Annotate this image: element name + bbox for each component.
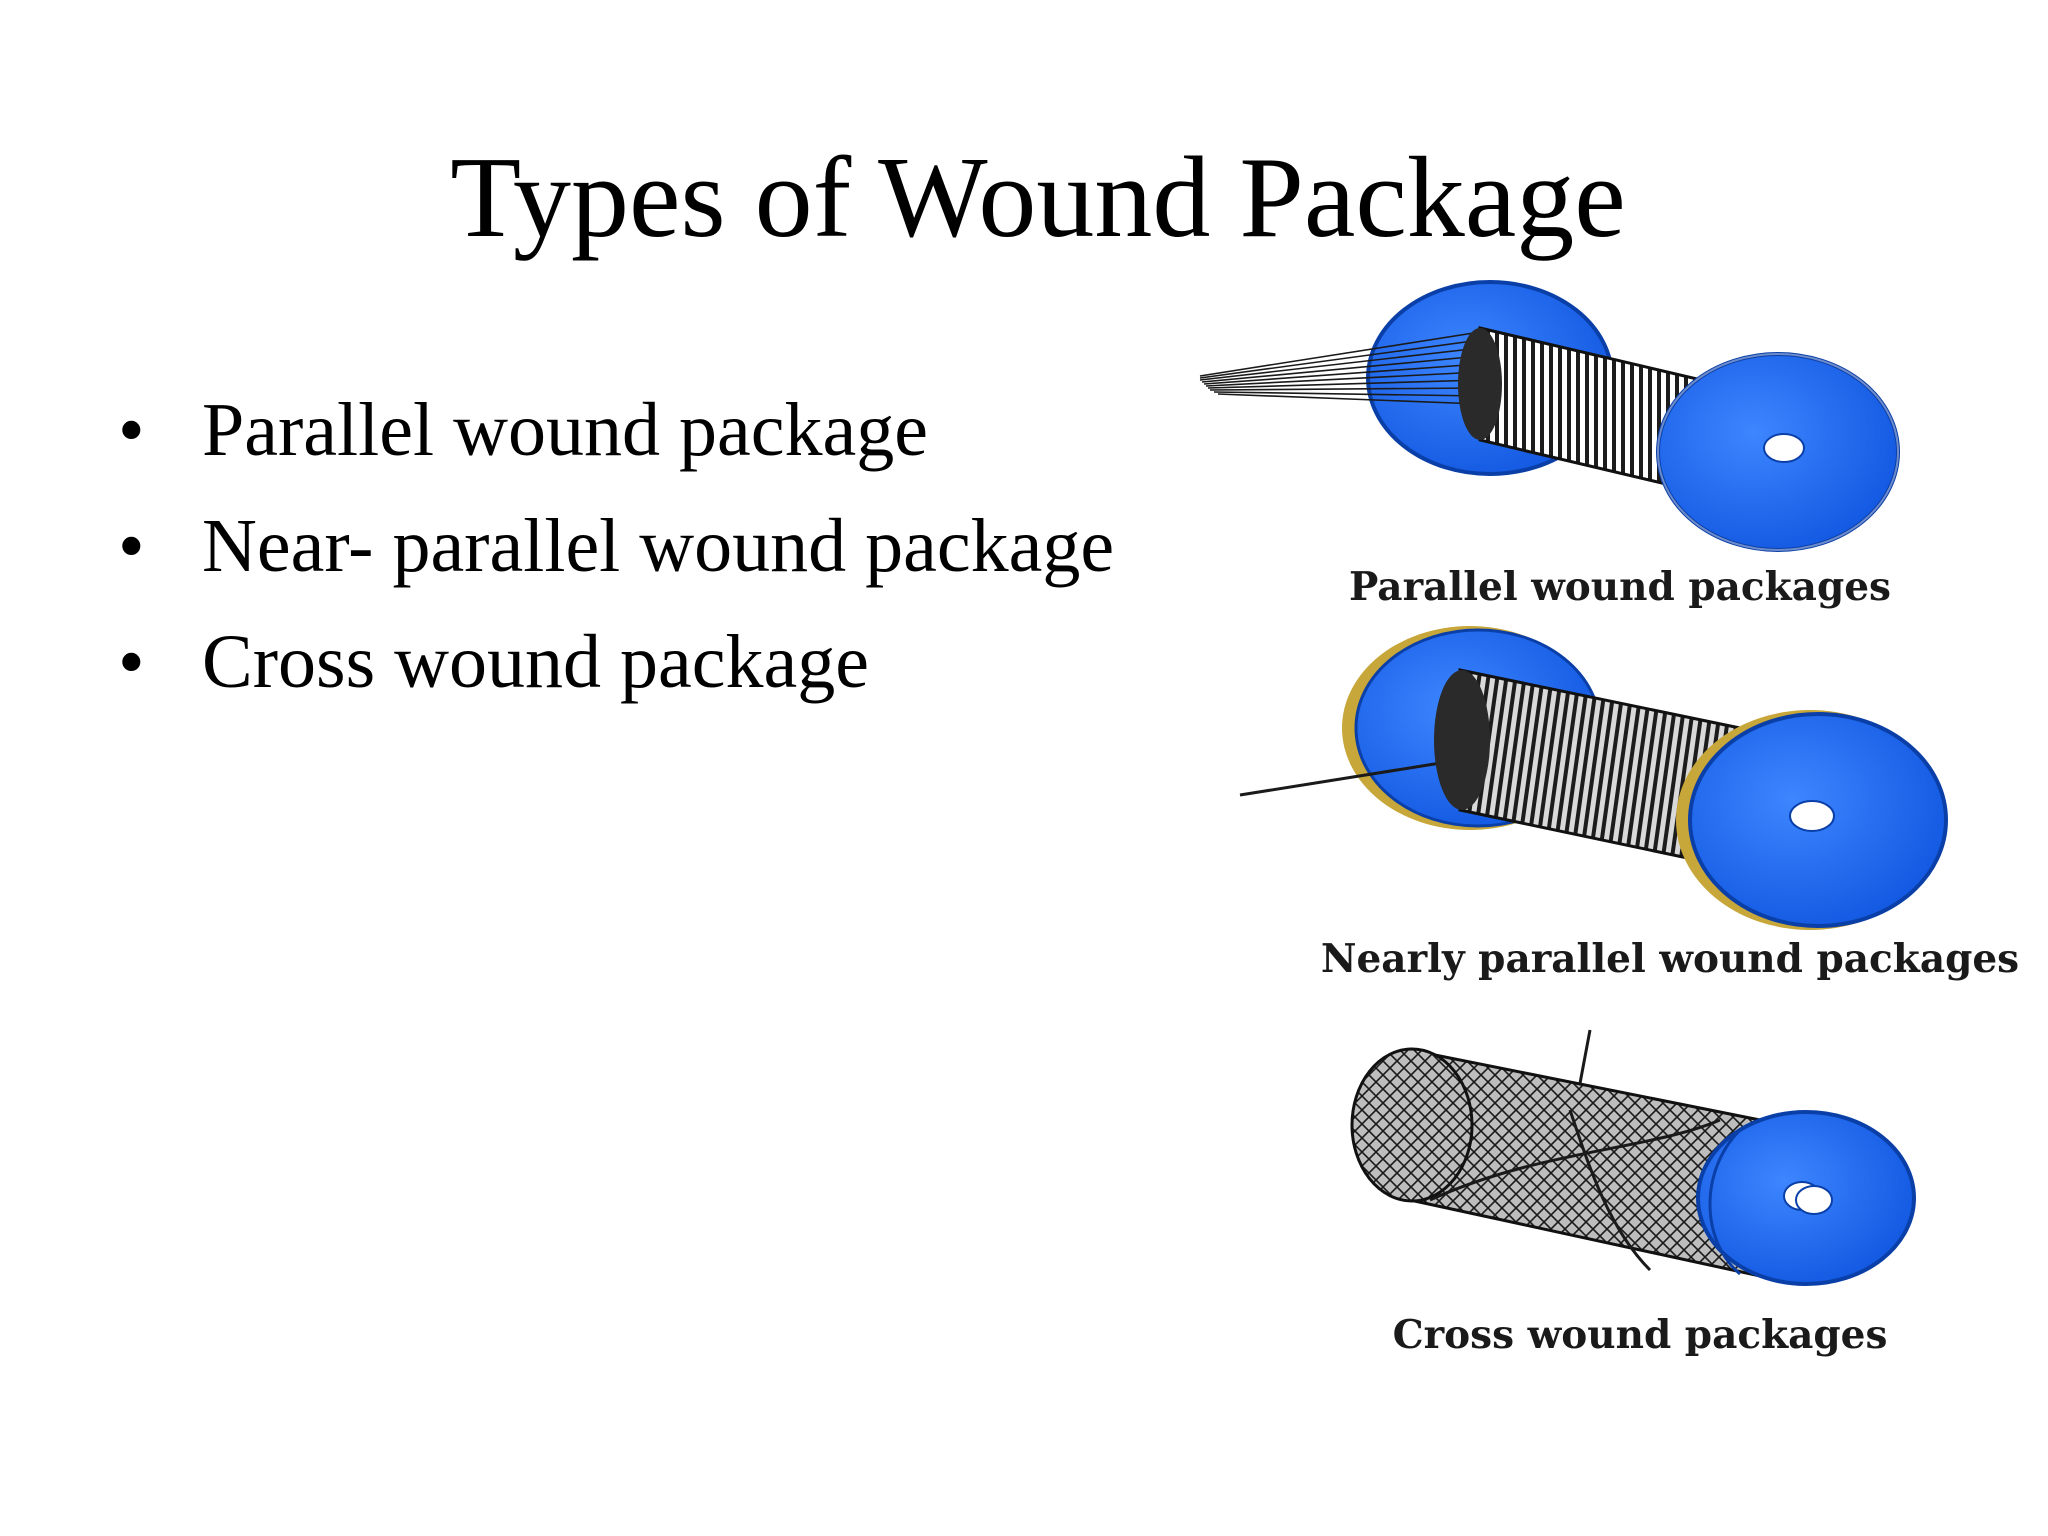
- near-parallel-package-drawing: [1239, 626, 1948, 930]
- bullet-item-near-parallel: • Near- parallel wound package: [118, 488, 1114, 604]
- caption-near-parallel: Nearly parallel wound packages: [1321, 936, 2019, 982]
- bullet-list: • Parallel wound package • Near- paralle…: [118, 372, 1114, 720]
- bullet-item-parallel: • Parallel wound package: [118, 372, 1114, 488]
- cross-package-drawing: [1350, 1029, 1916, 1286]
- bullet-text: Parallel wound package: [202, 388, 928, 472]
- caption-cross: Cross wound packages: [1393, 1312, 1888, 1358]
- bullet-text: Cross wound package: [202, 620, 869, 704]
- bullet-text: Near- parallel wound package: [202, 504, 1115, 588]
- bullet-item-cross: • Cross wound package: [118, 604, 1114, 720]
- bullet-dot: •: [118, 504, 145, 588]
- caption-parallel: Parallel wound packages: [1349, 564, 1891, 610]
- slide-title: Types of Wound Package: [450, 134, 1626, 262]
- wound-packages-illustration: Parallel wound packages Nearly parallel …: [1199, 280, 2019, 1358]
- parallel-package-drawing: [1199, 280, 1900, 552]
- bullet-dot: •: [118, 620, 145, 704]
- wound-packages-figure: Parallel wound packages Nearly parallel …: [1180, 270, 2020, 1390]
- bullet-dot: •: [118, 388, 145, 472]
